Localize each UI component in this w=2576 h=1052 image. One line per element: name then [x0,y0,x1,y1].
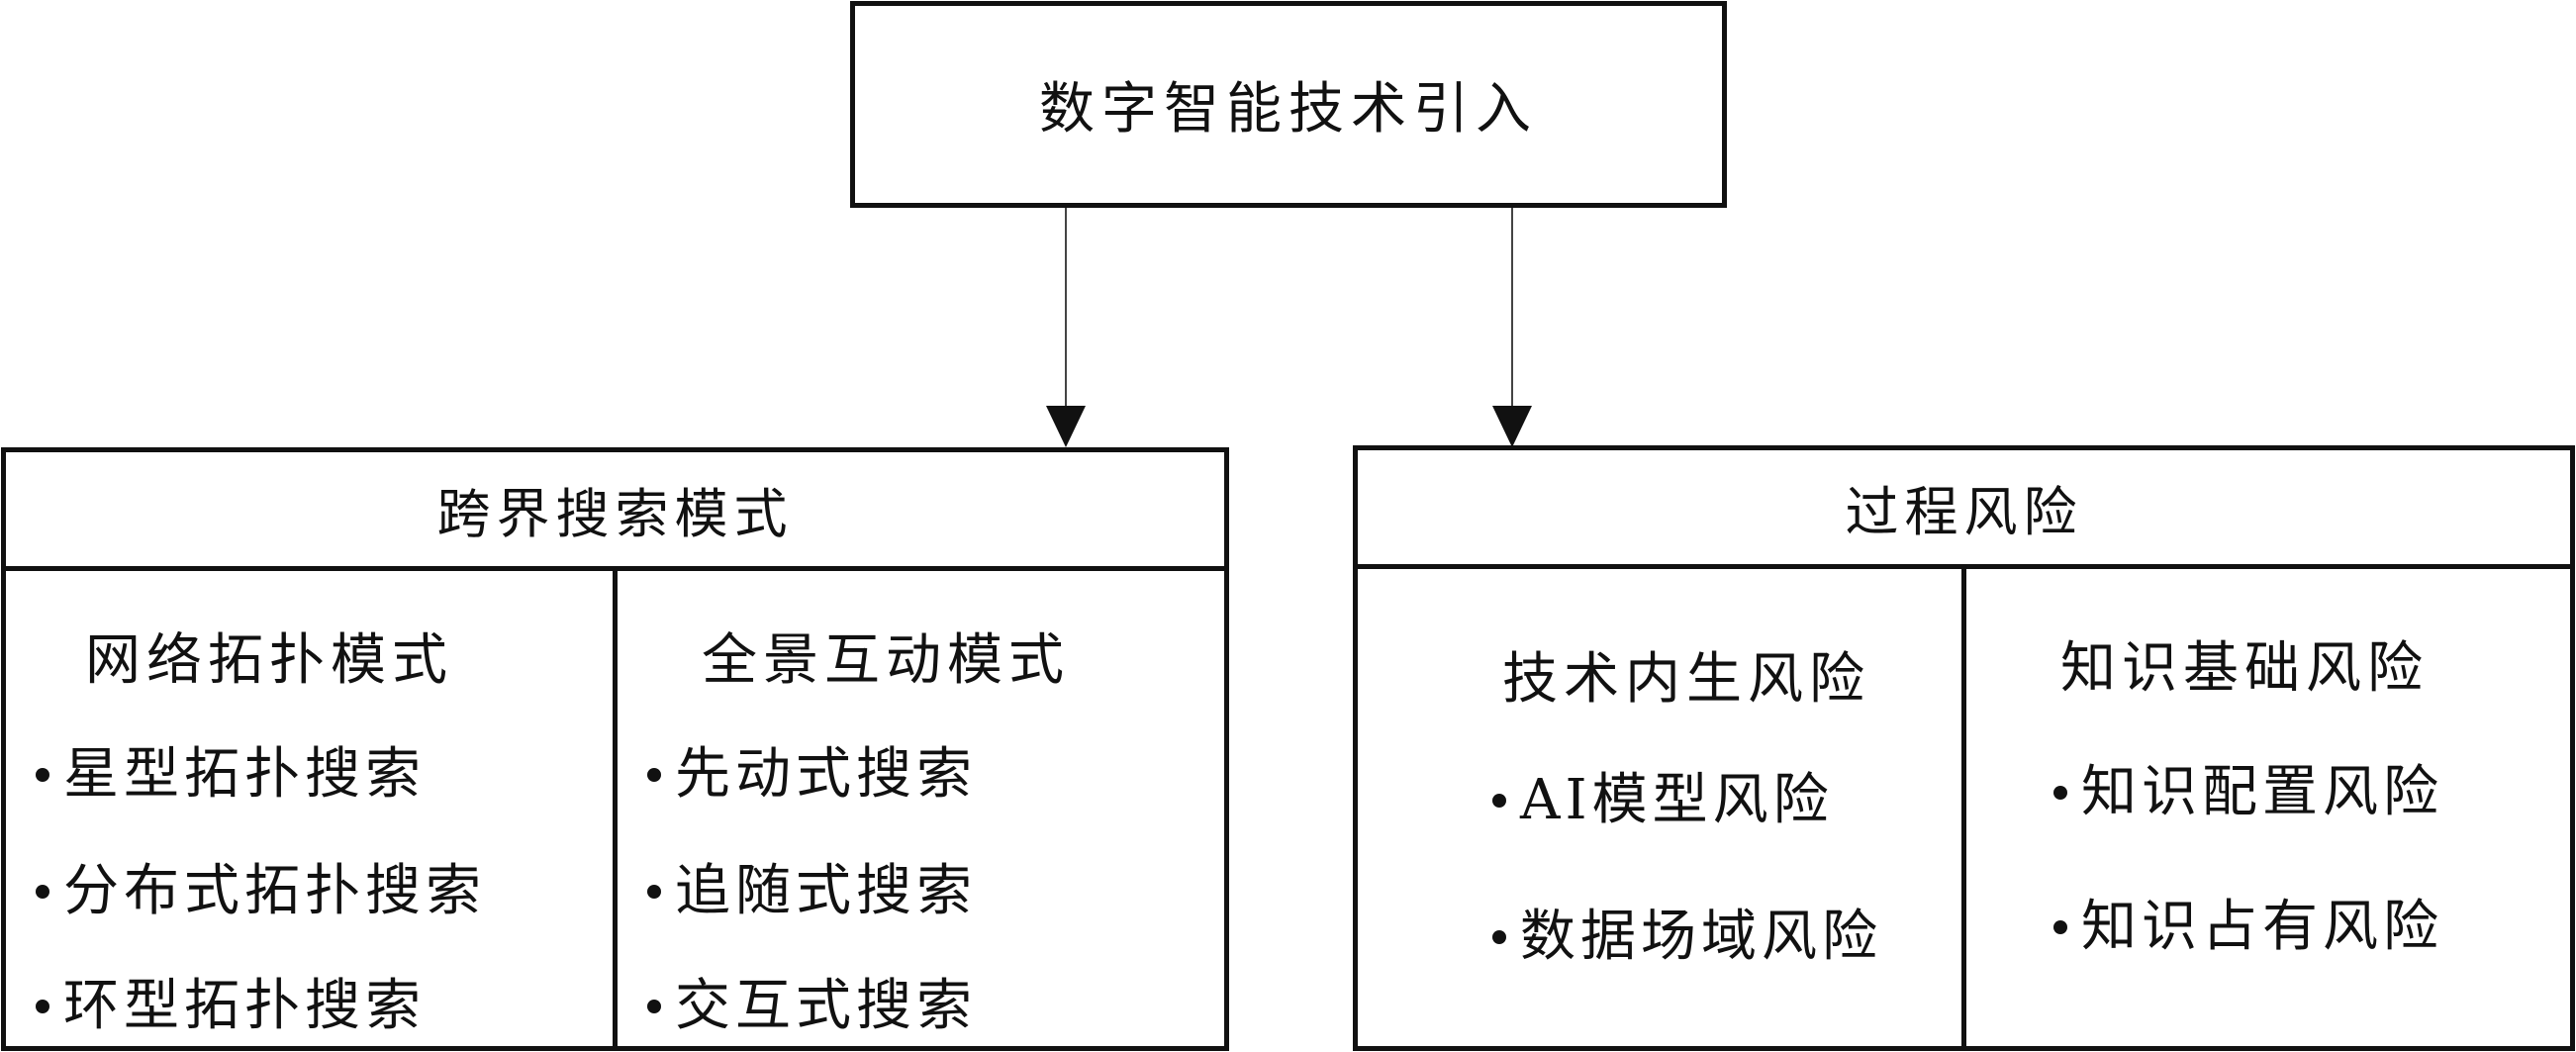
root-box: 数字智能技术引入 [850,1,1727,208]
arrowhead-left [1046,406,1086,447]
bullet-icon [647,767,661,782]
bullet-icon [1492,793,1506,808]
list-item: 知识配置风险 [2053,747,2443,827]
left-column-1: 网络拓扑模式 星型拓扑搜索 分布式拓扑搜索 环型拓扑搜索 [6,571,613,1046]
left-section: 跨界搜索模式 网络拓扑模式 星型拓扑搜索 分布式拓扑搜索 环型拓扑搜索 全景互动… [1,447,1229,1051]
right-column-2: 知识基础风险 知识配置风险 知识占有风险 [1966,569,2570,1046]
right-column-1: 技术内生风险 AI模型风险 数据场域风险 [1358,569,1961,1046]
root-title: 数字智能技术引入 [1039,77,1538,142]
column-title: 全景互动模式 [702,628,1070,693]
bullet-icon [2053,785,2067,800]
right-section-title: 过程风险 [1358,450,2570,569]
column-title: 网络拓扑模式 [85,628,453,693]
left-section-title: 跨界搜索模式 [6,452,1224,571]
bullet-icon [2053,919,2067,934]
bullet-icon [36,884,49,899]
arrowhead-right [1492,406,1532,447]
list-item: 追随式搜索 [647,846,977,926]
list-item: 环型拓扑搜索 [36,961,426,1041]
right-section-title-text: 过程风险 [1845,481,2083,543]
list-item: 数据场域风险 [1492,892,1882,972]
right-section-divider [1961,569,1966,1046]
list-item: 星型拓扑搜索 [36,729,426,810]
list-item: 先动式搜索 [647,729,977,810]
list-item: 分布式拓扑搜索 [36,846,486,926]
left-section-title-text: 跨界搜索模式 [436,483,794,545]
list-item: 知识占有风险 [2053,882,2443,962]
bullet-icon [1492,929,1506,944]
bullet-icon [647,884,661,899]
list-item: 交互式搜索 [647,961,977,1041]
column-title: 技术内生风险 [1502,647,1870,712]
bullet-icon [36,767,49,782]
list-item: AI模型风险 [1492,755,1834,835]
bullet-icon [647,999,661,1013]
left-column-2: 全景互动模式 先动式搜索 追随式搜索 交互式搜索 [618,571,1224,1046]
column-title: 知识基础风险 [2060,636,2429,701]
left-section-divider [613,571,618,1046]
right-section: 过程风险 技术内生风险 AI模型风险 数据场域风险 知识基础风险 知识配置风险 … [1353,445,2575,1051]
bullet-icon [36,999,49,1013]
